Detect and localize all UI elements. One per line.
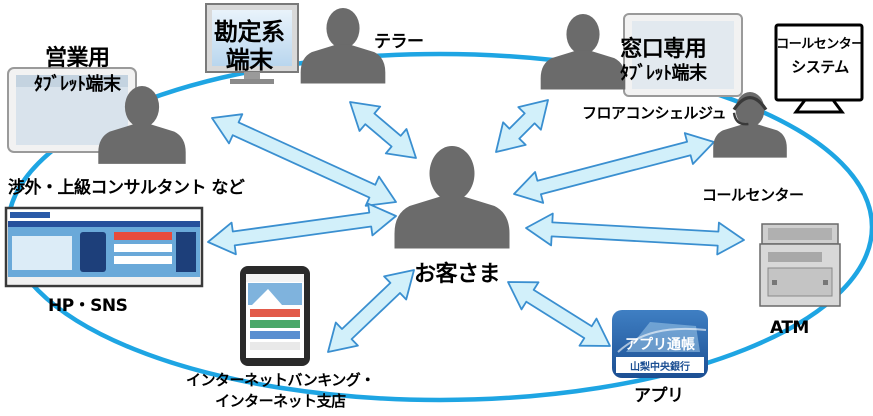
internet-banking-line2: インターネット支店 xyxy=(215,392,346,410)
hp-website-screenshot xyxy=(4,206,204,288)
teller-person-icon xyxy=(300,8,386,84)
floor-concierge-person-icon xyxy=(540,14,626,90)
app-label: アプリ xyxy=(634,386,684,406)
consultant-person-icon xyxy=(98,86,186,164)
arrow-atm xyxy=(525,212,745,256)
internet-banking-label: インターネットバンキング・ インターネット支店 xyxy=(186,370,375,412)
consultant-label: 渉外・上級コンサルタント など xyxy=(8,178,245,198)
sales-tablet-label-line2: ﾀﾌﾞﾚｯﾄ端末 xyxy=(34,74,121,95)
sales-tablet-device xyxy=(7,67,137,153)
call-center-system-line2: システム xyxy=(791,58,849,76)
atm-machine xyxy=(759,223,841,307)
arrow-sales-tablet xyxy=(211,113,397,207)
accounting-terminal-monitor xyxy=(205,3,299,84)
floor-concierge-label: フロアコンシェルジュ xyxy=(582,104,726,122)
call-center-person-icon xyxy=(713,92,787,158)
arrow-internet-banking xyxy=(327,269,415,353)
hp-sns-label: HP・SNS xyxy=(48,296,128,316)
counter-tablet-label: 窓口専用 ﾀﾌﾞﾚｯﾄ端末 xyxy=(620,38,707,86)
arrow-counter-tablet xyxy=(495,99,549,153)
call-center-system-monitor xyxy=(774,23,864,114)
counter-tablet-line1: 窓口専用 xyxy=(620,37,707,62)
arrow-call-center xyxy=(513,132,715,204)
accounting-terminal-line2: 端末 xyxy=(225,46,273,74)
customer-person-icon xyxy=(394,146,510,249)
teller-label: テラー xyxy=(374,32,424,52)
arrow-teller xyxy=(349,101,417,159)
sales-tablet-label: 営業用 ﾀﾌﾞﾚｯﾄ端末 xyxy=(34,46,121,98)
app-icon xyxy=(612,310,708,378)
accounting-terminal-label: 勘定系 端末 xyxy=(214,18,285,74)
arrow-app xyxy=(507,281,611,347)
connection-arrows xyxy=(207,99,745,353)
call-center-system-label: コールセンター システム xyxy=(770,36,870,76)
atm-label: ATM xyxy=(770,318,809,338)
internet-banking-line1: インターネットバンキング・ xyxy=(186,371,375,389)
sales-tablet-label-line1: 営業用 xyxy=(44,46,110,71)
counter-tablet-device xyxy=(623,13,743,97)
call-center-system-line1: コールセンター xyxy=(776,37,864,52)
call-center-label: コールセンター xyxy=(702,186,804,204)
smartphone-device xyxy=(240,266,310,366)
app-icon-title: アプリ通帳 xyxy=(625,336,695,353)
app-icon-bank: 山梨中央銀行 xyxy=(630,360,690,373)
counter-tablet-line2: ﾀﾌﾞﾚｯﾄ端末 xyxy=(620,63,707,84)
customer-label: お客さま xyxy=(414,262,501,287)
accounting-terminal-line1: 勘定系 xyxy=(214,18,285,46)
arrow-consultant xyxy=(207,202,397,256)
